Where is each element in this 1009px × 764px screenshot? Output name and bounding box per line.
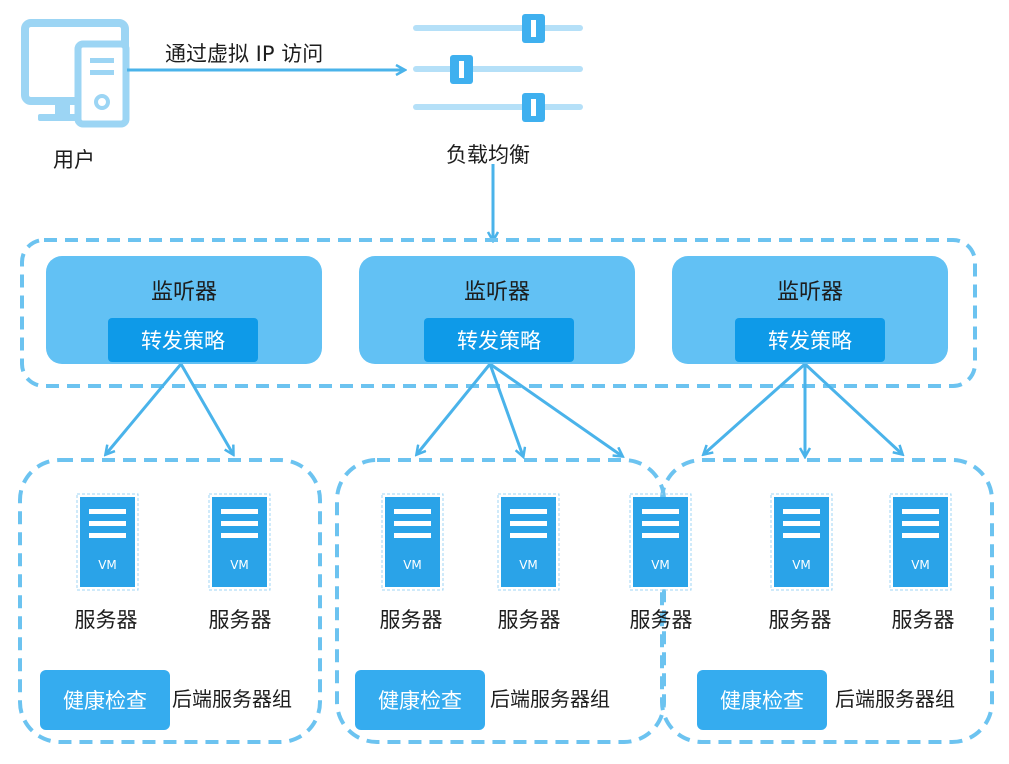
- vm-label: VM: [403, 558, 422, 572]
- server-vm-icon: VM: [208, 493, 271, 591]
- server-label: 服务器: [768, 608, 832, 632]
- vm-label: VM: [98, 558, 117, 572]
- server-vm-icon: VM: [629, 493, 692, 591]
- server-label: 服务器: [379, 608, 443, 632]
- listener-1-title: 监听器: [150, 280, 217, 305]
- backend-group-2-label: 后端服务器组: [490, 687, 610, 711]
- vm-label: VM: [519, 558, 538, 572]
- server-vm-icon: VM: [76, 493, 139, 591]
- server-label: 服务器: [497, 608, 561, 632]
- backend-group-3-border: [660, 458, 994, 744]
- access-label: 通过虚拟 IP 访问: [165, 42, 324, 66]
- backend-group-3-label: 后端服务器组: [835, 687, 955, 711]
- server-label: 服务器: [74, 608, 138, 632]
- health-check-3[interactable]: 健康检查: [697, 670, 827, 730]
- vm-label: VM: [792, 558, 811, 572]
- server-vm-icon: VM: [497, 493, 560, 591]
- listener-3-policy[interactable]: 转发策略: [735, 318, 885, 362]
- vm-label: VM: [911, 558, 930, 572]
- listener-2-title: 监听器: [463, 280, 530, 305]
- vm-label: VM: [651, 558, 670, 572]
- backend-group-1-border: [18, 458, 322, 744]
- server-vm-icon: VM: [889, 493, 952, 591]
- health-check-1[interactable]: 健康检查: [40, 670, 170, 730]
- backend-group-1-label: 后端服务器组: [172, 687, 292, 711]
- lb-label: 负载均衡: [446, 143, 530, 167]
- routing-arrows: [106, 362, 902, 456]
- health-check-2[interactable]: 健康检查: [355, 670, 485, 730]
- server-vm-icon: VM: [381, 493, 444, 591]
- listener-1-policy[interactable]: 转发策略: [108, 318, 258, 362]
- vm-label: VM: [230, 558, 249, 572]
- server-label: 服务器: [891, 608, 955, 632]
- load-balancer-icon: [413, 14, 583, 122]
- user-label: 用户: [53, 148, 95, 172]
- listener-3-title: 监听器: [776, 280, 843, 305]
- server-vm-icon: VM: [770, 493, 833, 591]
- listener-2-policy[interactable]: 转发策略: [424, 318, 574, 362]
- computer-icon: [21, 19, 130, 128]
- server-label: 服务器: [629, 608, 693, 632]
- server-label: 服务器: [208, 608, 272, 632]
